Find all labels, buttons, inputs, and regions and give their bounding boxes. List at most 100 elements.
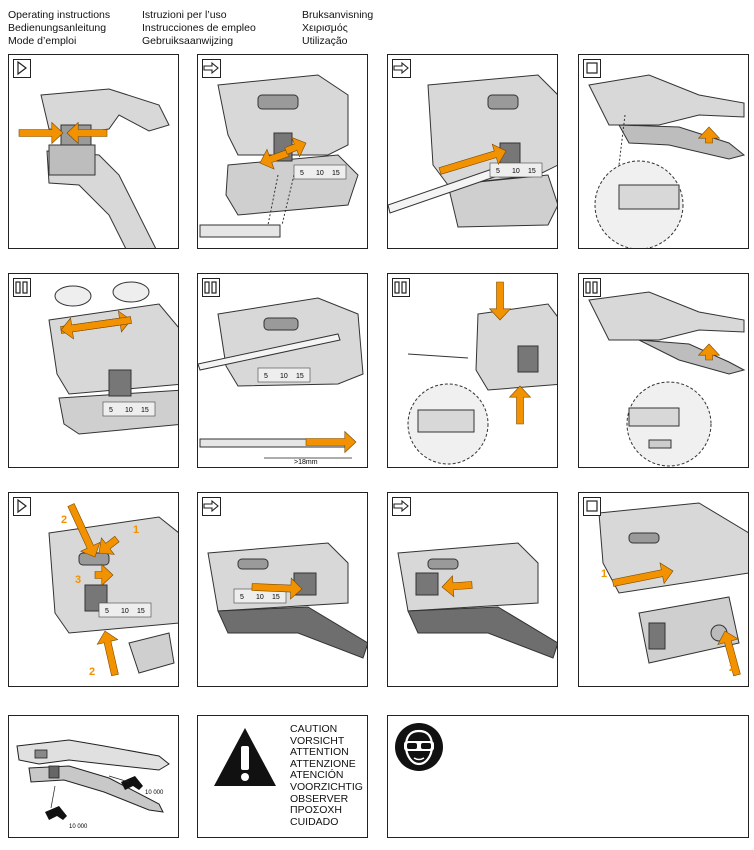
step-number-label: 2 bbox=[61, 514, 67, 526]
caution-word: OBSERVER bbox=[290, 792, 349, 805]
direction-arrow bbox=[284, 136, 307, 158]
pause-bars-icon bbox=[202, 278, 220, 297]
stop-square-icon bbox=[583, 59, 601, 78]
caution-word: VOORZICHTIG bbox=[290, 780, 363, 793]
header-text: Istruzioni per l’uso bbox=[142, 9, 227, 21]
instruction-step-panel bbox=[8, 54, 179, 249]
step-illustration bbox=[588, 291, 746, 467]
scale-tick-label: 5 bbox=[264, 373, 268, 380]
header-column-2: Istruzioni per l’uso Instrucciones de em… bbox=[142, 9, 256, 48]
scale-tick-label: 5 bbox=[109, 407, 113, 414]
instruction-step-panel: 5 10 15 2 1 3 2 bbox=[8, 492, 179, 687]
caution-word: CAUTION bbox=[290, 723, 338, 735]
warning-triangle-icon bbox=[214, 728, 276, 786]
scale-tick-label: 15 bbox=[137, 608, 145, 615]
caution-word: VORSICHT bbox=[290, 734, 345, 747]
step-illustration: 5 10 15 bbox=[207, 542, 367, 659]
scale-tick-label: 10 bbox=[256, 594, 264, 601]
header-text: Gebruiksaanwijzing bbox=[142, 35, 234, 47]
direction-arrow bbox=[717, 630, 741, 677]
direction-arrow bbox=[697, 343, 721, 361]
step-illustration bbox=[407, 281, 557, 465]
pause-bars-icon bbox=[583, 278, 601, 297]
header-text: Operating instructions bbox=[8, 9, 111, 21]
instruction-step-panel bbox=[578, 273, 749, 468]
scale-tick-label: 15 bbox=[296, 373, 304, 380]
direction-arrow bbox=[18, 121, 64, 145]
caution-word: ATTENTION bbox=[290, 746, 349, 759]
step-illustration bbox=[397, 542, 557, 659]
outline-arrow-icon bbox=[202, 497, 221, 516]
header-column-3: Bruksanvisning Χειρισμός Utilização bbox=[302, 9, 373, 48]
stripper-tool-illustration: 10 000 10 000 bbox=[16, 739, 170, 830]
caution-panel: CAUTION VORSICHT ATTENTION ATTENZIONE AT… bbox=[197, 715, 368, 838]
header-text: Instrucciones de empleo bbox=[142, 22, 256, 34]
step-number-label: 2 bbox=[729, 662, 735, 674]
scale-tick-label: 5 bbox=[105, 608, 109, 615]
pause-bars-icon bbox=[13, 278, 31, 297]
instruction-step-panel: 5 10 15 bbox=[197, 54, 368, 249]
step-illustration: 12 bbox=[598, 502, 748, 677]
play-triangle-icon bbox=[13, 59, 31, 78]
scale-tick-label: 15 bbox=[272, 594, 280, 601]
header-text: Mode d’emploi bbox=[8, 35, 77, 47]
step-number-label: 3 bbox=[75, 574, 81, 586]
header-text: Utilização bbox=[302, 35, 348, 47]
header-text: Bedienungsanleitung bbox=[8, 22, 107, 34]
direction-arrow bbox=[488, 281, 512, 321]
scale-tick-label: 15 bbox=[332, 170, 340, 177]
step-number-label: 1 bbox=[133, 524, 139, 536]
safety-goggles-icon bbox=[395, 723, 443, 771]
instruction-step-panel bbox=[578, 54, 749, 249]
direction-arrow bbox=[697, 126, 721, 144]
instruction-step-panel bbox=[387, 492, 558, 687]
caution-word: ATTENZIONE bbox=[290, 757, 356, 770]
maintenance-panel: 10 000 10 000 bbox=[8, 715, 179, 838]
scale-tick-label: 15 bbox=[528, 168, 536, 175]
direction-arrow bbox=[60, 316, 132, 340]
direction-arrow bbox=[508, 385, 532, 425]
length-label: >18mm bbox=[294, 459, 318, 466]
scale-tick-label: 5 bbox=[300, 170, 304, 177]
caution-word: CUIDADO bbox=[290, 815, 339, 828]
caution-word: ΠΡΟΣΟΧΗ bbox=[290, 804, 342, 817]
eye-protection-panel bbox=[387, 715, 749, 838]
step-illustration bbox=[588, 74, 746, 248]
cycle-count-label: 10 000 bbox=[145, 790, 164, 796]
scale-tick-label: 5 bbox=[240, 594, 244, 601]
play-triangle-icon bbox=[13, 497, 31, 516]
step-illustration bbox=[18, 88, 170, 248]
direction-arrow bbox=[441, 575, 473, 598]
step-number-label: 1 bbox=[601, 568, 607, 580]
step-number-label: 2 bbox=[89, 666, 95, 678]
header-column-1: Operating instructions Bedienungsanleitu… bbox=[8, 9, 110, 48]
cycle-count-label: 10 000 bbox=[69, 824, 88, 830]
direction-arrow bbox=[96, 630, 119, 677]
caution-word: ATENCIÓN bbox=[290, 769, 344, 782]
outline-arrow-icon bbox=[392, 59, 411, 78]
direction-arrow bbox=[305, 430, 357, 454]
scale-tick-label: 10 bbox=[121, 608, 129, 615]
scale-tick-label: 10 bbox=[512, 168, 520, 175]
direction-arrow bbox=[67, 503, 101, 558]
direction-arrow bbox=[94, 563, 114, 587]
outline-arrow-icon bbox=[202, 59, 221, 78]
caution-words: CAUTION VORSICHT ATTENTION ATTENZIONE AT… bbox=[290, 723, 363, 828]
direction-arrow bbox=[611, 562, 674, 587]
pause-bars-icon bbox=[392, 278, 410, 297]
stop-square-icon bbox=[583, 497, 601, 516]
header-text: Χειρισμός bbox=[302, 22, 348, 34]
instruction-step-panel bbox=[387, 273, 558, 468]
scale-tick-label: 15 bbox=[141, 407, 149, 414]
direction-arrow bbox=[438, 143, 507, 175]
scale-tick-label: 10 bbox=[316, 170, 324, 177]
step-illustration: 5 10 15 2 1 3 2 bbox=[48, 503, 178, 678]
header-text: Bruksanvisning bbox=[302, 9, 374, 21]
